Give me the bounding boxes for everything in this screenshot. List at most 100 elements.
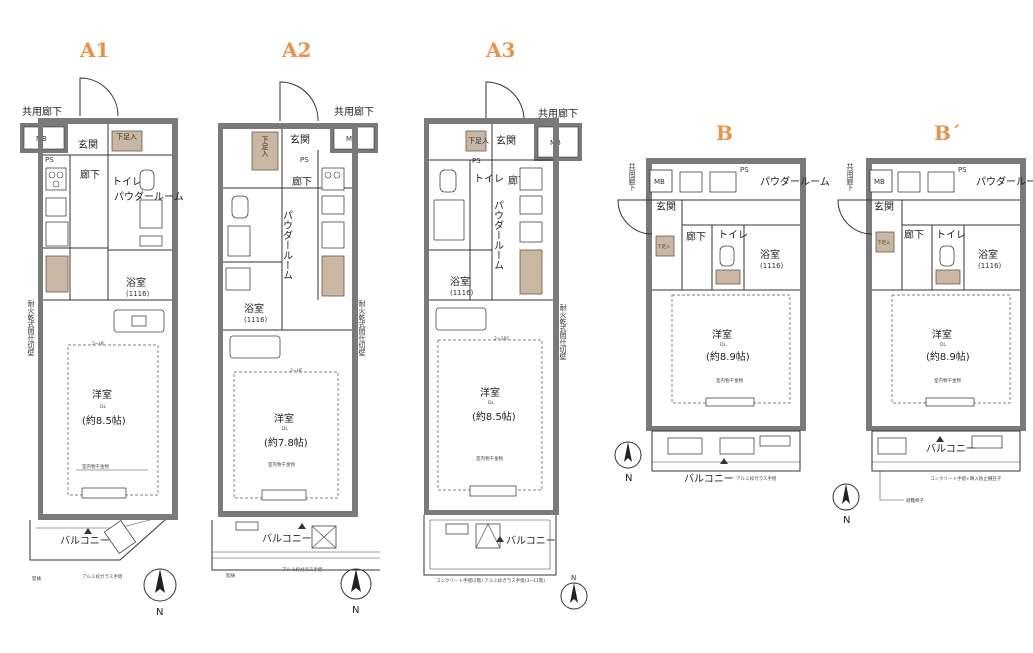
hall-label: 廊下 [80,168,100,181]
plan-a2: A2 共用廊下 MB 下足入 玄関 PS 廊下 パウダールーム 浴室 (1116… [211,38,380,616]
mb-label: MB [346,135,357,143]
powder-label: パウダールーム [760,175,830,188]
dl-label: DL [940,342,946,348]
hanger-label: 室内物干金物 [82,463,109,470]
toilet-label: トイレ [474,174,504,185]
balcony-outline [211,520,380,571]
hall-label: 廊下 [904,228,924,241]
entrance-door [617,199,653,235]
room-label: 洋室 [92,388,112,401]
compass: N [614,441,642,484]
plan-title: A2 [281,38,311,62]
powder-label: パウダールーム [492,200,504,270]
shoebox-label: 下足入 [116,133,137,141]
stove [45,167,67,191]
balcony-outline [423,515,557,576]
stove [519,167,543,191]
sink [519,195,543,215]
stove [897,171,921,193]
hanger-label: 室内物干金物 [268,461,295,468]
ps-label: PS [45,156,54,164]
fire-wall-label: 耐火乾式間仕切壁 [559,303,567,360]
balcony-label: バルコニー [60,535,110,547]
compass: N [832,483,860,526]
hall-label: 廊下 [292,175,312,188]
bath-size: (1116) [978,262,1002,270]
sink [927,171,955,193]
north-label: N [571,574,576,582]
fridge-space [321,221,345,249]
toilet-fixture [719,245,735,267]
corridor-label: 共用廊下 [22,105,62,118]
balcony-label: バルコニー [262,533,312,545]
handrail-note: コンクリート手摺+隣入防止柵笠子 [930,475,1002,482]
toilet-fixture [231,195,249,219]
fire-wall-label: 耐火乾式間仕切壁 [27,299,35,356]
toilet-fixture [939,245,955,267]
powder-label: パウダールーム [976,175,1033,188]
bath-size: (1116) [244,316,268,324]
balcony-label: バルコニー [926,443,976,455]
plan-a3: A3 共用廊下 MB 下足入 玄関 PS 廊下 トイレ パウダールーム 浴室 (… [423,38,588,610]
plan-b: B 共用廊下 MB PS パウダールーム 玄関 下足入 廊下 トイレ 浴室 (1… [614,121,830,485]
north-label: N [843,515,850,526]
balcony-label: バルコニー [506,535,556,547]
closet [321,255,345,297]
clearance-label: 2~HF [92,341,105,347]
bath-label: 浴室 [978,248,998,261]
entrance-label: 玄関 [496,134,516,147]
balcony-label: バルコニー [684,473,734,485]
room-label: 洋室 [712,328,732,341]
toilet-fixture [139,169,155,191]
ps-label: PS [472,157,481,165]
hanger-label: 室内物干金物 [476,455,503,462]
shoebox-label: 下足入 [657,244,671,250]
handrail-note: コンクリート手摺(2階) アルミ枠ガラス手摺(3~11階) [436,577,545,584]
washer [225,267,251,291]
compass: N [560,574,588,610]
fridge-space [45,221,69,247]
entrance-label: 玄関 [78,138,98,151]
room-size: (約8.5帖) [472,410,516,423]
corridor-label: 共用廊下 [538,107,578,120]
plan-a1: A1 共用廊下 MB 下足入 玄関 PS 廊下 トイレ パウダ [20,38,184,618]
north-label: N [625,473,632,484]
washbasin [433,199,465,241]
north-label: N [352,605,359,616]
mb-label: MB [654,178,665,186]
closet [519,249,543,295]
entrance-door [279,81,319,122]
bath-size: (1116) [760,262,784,270]
balcony-outline [29,519,166,561]
shoebox [465,130,487,152]
shoebox [251,131,279,171]
shoebox [111,130,143,152]
entrance-door [79,77,119,117]
hanger-label: 室内物干金物 [716,377,743,384]
bathtub [435,307,487,331]
entrance-label: 玄関 [656,200,676,213]
room-size: (約8.9帖) [706,350,750,363]
dl-label: DL [100,404,106,410]
hall-label: 廊下 [686,230,706,243]
entrance-label: 玄関 [874,200,894,213]
hanger-label: 室内物干金物 [934,377,961,384]
room-size: (約8.9帖) [926,350,970,363]
dl-label: DL [282,426,288,432]
shoebox-label: 下足入 [261,136,269,157]
toilet-label: トイレ [718,230,748,241]
handrail-note: アルミ枠ガラス手摺 [282,566,323,573]
sink [709,171,737,193]
bathtub [229,335,281,359]
room-size: (約7.8帖) [264,436,308,449]
mb-label: MB [874,178,885,186]
entrance-door [485,81,525,122]
drain-label: 竪樋 [32,575,41,582]
shoebox-label: 下足入 [468,137,489,145]
toilet-label: トイレ [936,230,966,241]
room-label: 洋室 [274,412,294,425]
corridor-label: 共用廊下 [628,162,636,192]
shoebox [655,235,675,257]
